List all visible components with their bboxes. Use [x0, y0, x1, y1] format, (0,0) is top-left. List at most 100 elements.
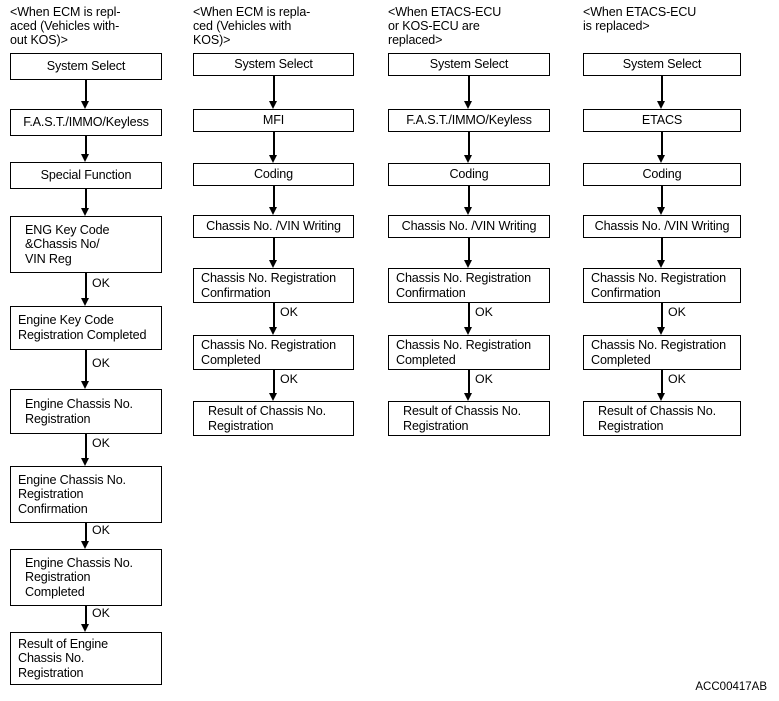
- flow-node: Chassis No. /VIN Writing: [583, 215, 741, 238]
- flow-node-label: System Select: [46, 59, 126, 74]
- flow-connector: [85, 136, 87, 155]
- flow-node-label: Engine Chassis No. Registration: [25, 396, 133, 426]
- column-header-etacs-ecu: <When ETACS-ECU is replaced>: [583, 5, 697, 34]
- flow-node-label: F.A.S.T./IMMO/Keyless: [23, 115, 149, 130]
- flow-edge-label: OK: [475, 372, 493, 386]
- flow-node-label: Coding: [642, 167, 682, 182]
- flow-node-label: Special Function: [40, 168, 132, 183]
- arrowhead-icon: [269, 260, 277, 268]
- arrowhead-icon: [657, 260, 665, 268]
- arrowhead-icon: [657, 155, 665, 163]
- flow-node: Chassis No. Registration Completed: [583, 335, 741, 370]
- flow-node-label: System Select: [429, 57, 509, 72]
- flow-node: System Select: [10, 53, 162, 80]
- flow-node: MFI: [193, 109, 354, 132]
- flow-node: Coding: [193, 163, 354, 186]
- arrowhead-icon: [81, 298, 89, 306]
- flow-connector: [273, 370, 275, 394]
- arrowhead-icon: [657, 327, 665, 335]
- column-header-ecm-without-kos: <When ECM is repl- aced (Vehicles with- …: [10, 5, 121, 48]
- arrowhead-icon: [464, 327, 472, 335]
- flow-connector: [661, 238, 663, 261]
- arrowhead-icon: [81, 381, 89, 389]
- flow-node: Special Function: [10, 162, 162, 189]
- flow-node-label: Engine Chassis No. Registration Complete…: [25, 555, 133, 599]
- flow-edge-label: OK: [280, 305, 298, 319]
- flow-node-label: Result of Chassis No. Registration: [598, 403, 716, 433]
- flow-node-label: Result of Chassis No. Registration: [208, 403, 326, 433]
- flow-node: Coding: [583, 163, 741, 186]
- flow-node: Result of Chassis No. Registration: [583, 401, 741, 436]
- arrowhead-icon: [464, 260, 472, 268]
- arrowhead-icon: [269, 327, 277, 335]
- flow-node-label: Chassis No. Registration Completed: [591, 337, 726, 367]
- flow-node-label: Chassis No. /VIN Writing: [594, 219, 730, 234]
- flow-connector: [661, 186, 663, 208]
- arrowhead-icon: [81, 541, 89, 549]
- flow-node: Engine Key Code Registration Completed: [10, 306, 162, 350]
- flow-node-label: Chassis No. /VIN Writing: [401, 219, 537, 234]
- flow-node-label: Engine Key Code Registration Completed: [18, 313, 147, 342]
- flow-connector: [661, 303, 663, 328]
- arrowhead-icon: [81, 458, 89, 466]
- flow-node: Chassis No. Registration Completed: [193, 335, 354, 370]
- column-header-ecm-with-kos: <When ECM is repla- ced (Vehicles with K…: [193, 5, 311, 48]
- flow-node-label: Chassis No. /VIN Writing: [206, 219, 341, 234]
- flow-node-label: System Select: [622, 57, 702, 72]
- flow-node: ENG Key Code &Chassis No/ VIN Reg: [10, 216, 162, 273]
- flow-connector: [85, 189, 87, 209]
- flow-node-label: Chassis No. Registration Completed: [396, 337, 531, 367]
- flow-node: System Select: [583, 53, 741, 76]
- arrowhead-icon: [657, 393, 665, 401]
- arrowhead-icon: [464, 393, 472, 401]
- flow-node: Coding: [388, 163, 550, 186]
- flow-connector: [85, 606, 87, 625]
- flow-connector: [273, 238, 275, 261]
- flow-connector: [85, 434, 87, 459]
- flow-node-label: Coding: [253, 167, 293, 182]
- flow-edge-label: OK: [92, 436, 110, 450]
- flow-node-label: Result of Engine Chassis No. Registratio…: [18, 636, 109, 680]
- flow-node: F.A.S.T./IMMO/Keyless: [10, 109, 162, 136]
- flow-node: Chassis No. Registration Confirmation: [583, 268, 741, 303]
- flow-edge-label: OK: [92, 523, 110, 537]
- flow-connector: [468, 76, 470, 102]
- arrowhead-icon: [464, 155, 472, 163]
- flow-node-label: F.A.S.T./IMMO/Keyless: [406, 113, 532, 128]
- flow-edge-label: OK: [280, 372, 298, 386]
- flow-node: Result of Engine Chassis No. Registratio…: [10, 632, 162, 685]
- flow-node-label: Chassis No. Registration Confirmation: [591, 270, 726, 300]
- flow-node: Chassis No. /VIN Writing: [388, 215, 550, 238]
- arrowhead-icon: [464, 207, 472, 215]
- arrowhead-icon: [269, 207, 277, 215]
- flow-connector: [85, 80, 87, 102]
- arrowhead-icon: [81, 208, 89, 216]
- flow-edge-label: OK: [668, 305, 686, 319]
- flow-node-label: Chassis No. Registration Confirmation: [201, 270, 336, 300]
- arrowhead-icon: [657, 207, 665, 215]
- flow-connector: [468, 186, 470, 208]
- arrowhead-icon: [81, 101, 89, 109]
- flow-connector: [661, 370, 663, 394]
- flow-node: Chassis No. /VIN Writing: [193, 215, 354, 238]
- flow-connector: [661, 76, 663, 102]
- flow-connector: [273, 303, 275, 328]
- flow-connector: [661, 132, 663, 156]
- flow-node-label: System Select: [234, 57, 313, 72]
- flow-node-label: Chassis No. Registration Completed: [201, 337, 336, 367]
- column-header-etacs-or-kos-ecu: <When ETACS-ECU or KOS-ECU are replaced>: [388, 5, 502, 48]
- flow-node-label: Engine Chassis No. Registration Confirma…: [18, 472, 126, 516]
- arrowhead-icon: [81, 154, 89, 162]
- flow-node: System Select: [388, 53, 550, 76]
- flow-node: Chassis No. Registration Completed: [388, 335, 550, 370]
- flow-node-label: ENG Key Code &Chassis No/ VIN Reg: [25, 222, 110, 266]
- flow-edge-label: OK: [92, 276, 110, 290]
- flow-edge-label: OK: [92, 606, 110, 620]
- flow-node: Result of Chassis No. Registration: [193, 401, 354, 436]
- flow-node-label: Chassis No. Registration Confirmation: [396, 270, 531, 300]
- flow-connector: [85, 523, 87, 542]
- arrowhead-icon: [464, 101, 472, 109]
- flow-node-label: ETACS: [641, 113, 683, 128]
- arrowhead-icon: [269, 101, 277, 109]
- flow-node: Chassis No. Registration Confirmation: [388, 268, 550, 303]
